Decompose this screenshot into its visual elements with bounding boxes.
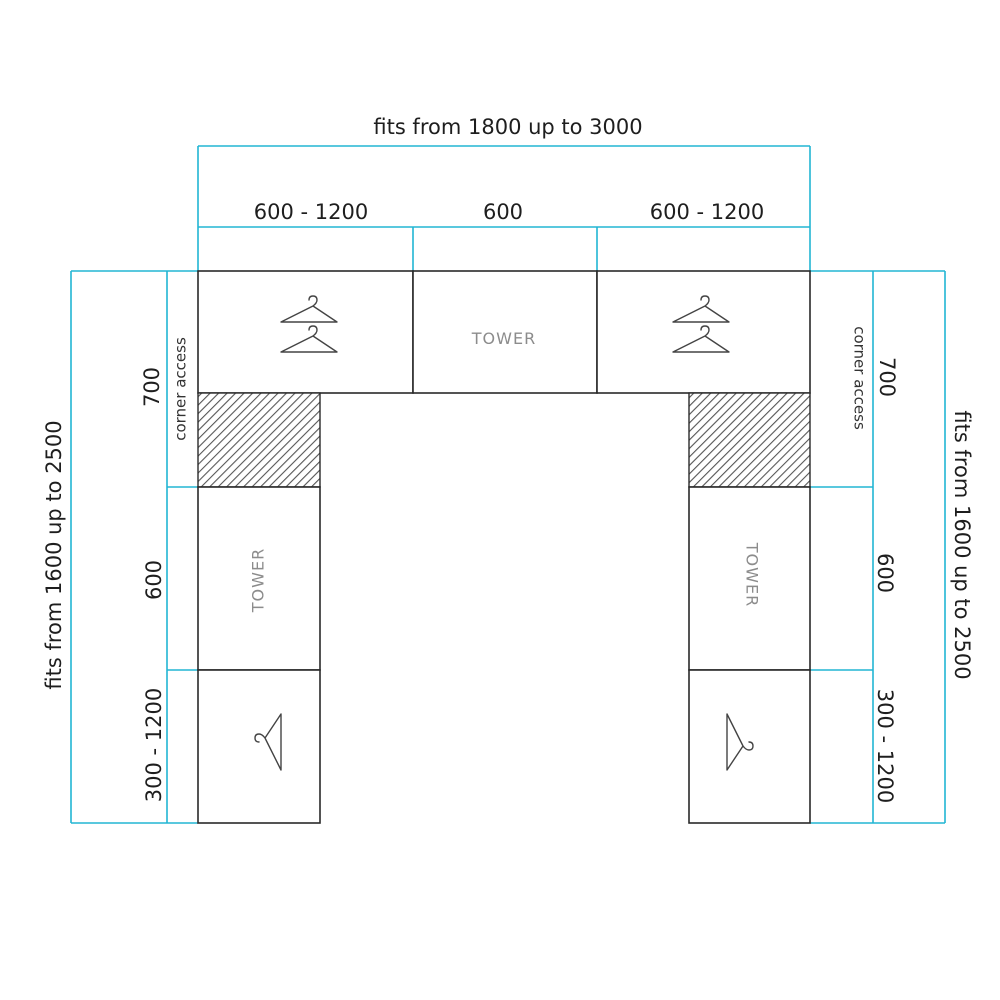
top-tower-unit	[412, 270, 598, 394]
right-overall-height-label: fits from 1600 up to 2500	[950, 410, 974, 679]
left-corner-access-note: corner access	[172, 337, 190, 441]
left-corner-height-label: 700	[140, 367, 164, 407]
double-hanger-icon	[672, 295, 730, 353]
right-corner-access-note: corner access	[851, 326, 869, 430]
hanger-icon	[726, 713, 754, 771]
right-bottom-hanging-unit	[688, 669, 811, 824]
left-overall-height-label: fits from 1600 up to 2500	[42, 420, 66, 689]
top-right-width-label: 600 - 1200	[650, 200, 764, 224]
overall-width-label: fits from 1800 up to 3000	[373, 115, 642, 139]
left-tower-unit	[197, 486, 321, 671]
double-hanger-icon	[280, 295, 338, 353]
left-tower-label: TOWER	[249, 548, 268, 613]
right-tower-height-label: 600	[873, 553, 897, 593]
left-bottom-height-label: 300 - 1200	[142, 688, 166, 802]
top-tower-label: TOWER	[471, 329, 536, 348]
top-left-width-label: 600 - 1200	[254, 200, 368, 224]
dimension-lines	[70, 145, 946, 824]
right-corner-height-label: 700	[875, 357, 899, 397]
right-tower-label: TOWER	[743, 542, 762, 607]
top-right-hanging-unit	[596, 270, 811, 394]
right-bottom-height-label: 300 - 1200	[873, 689, 897, 803]
right-tower-unit	[688, 486, 811, 671]
left-tower-height-label: 600	[142, 560, 166, 600]
top-left-hanging-unit	[197, 270, 414, 394]
left-bottom-hanging-unit	[197, 669, 321, 824]
hanger-icon	[254, 713, 282, 771]
top-middle-width-label: 600	[483, 200, 523, 224]
right-corner-blocked-area	[688, 392, 811, 488]
left-corner-blocked-area	[197, 392, 321, 488]
